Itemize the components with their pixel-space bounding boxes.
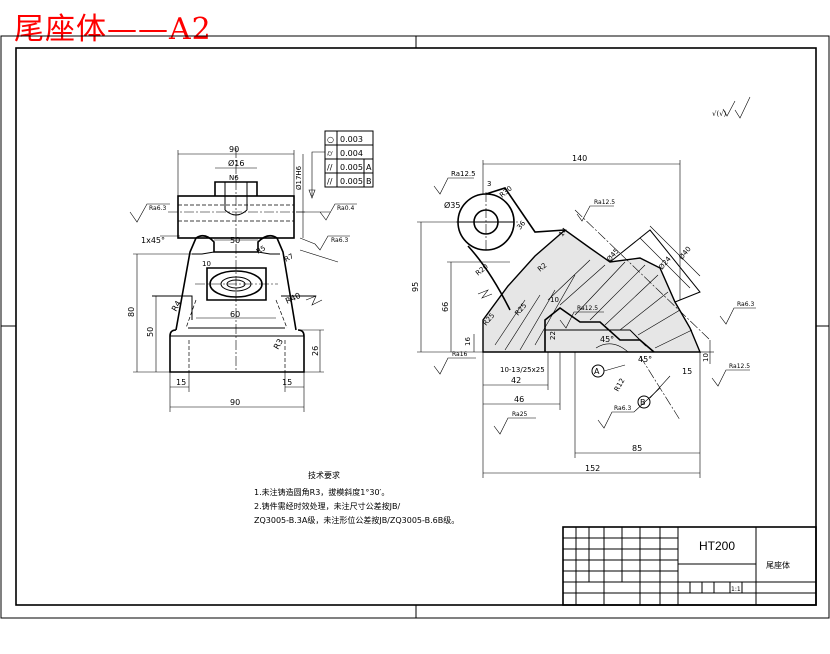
dim-front-r5: R5 bbox=[255, 244, 267, 256]
center-marks bbox=[1, 36, 829, 618]
outer-border bbox=[0, 35, 830, 619]
tol-value-3: 0.005 bbox=[340, 163, 363, 172]
dim-side-45a: 45° bbox=[600, 335, 614, 344]
general-roughness-label: √(√) bbox=[712, 110, 727, 118]
ra-front-left: Ra6.3 bbox=[149, 205, 166, 212]
dim-side-95: 95 bbox=[411, 282, 420, 292]
ra-side-mid: Ra12.5 bbox=[577, 305, 598, 312]
title-block: HT200 尾座体 1:1 bbox=[562, 526, 817, 606]
notes-heading: 技术要求 bbox=[308, 470, 340, 480]
ra-side-bottom: Ra25 bbox=[512, 411, 528, 418]
dim-side-thread: 10-13/25x25 bbox=[500, 366, 545, 374]
dim-side-d35: Ø35 bbox=[444, 200, 460, 210]
ra-side-top: Ra12.5 bbox=[451, 170, 476, 178]
dim-side-15: 15 bbox=[682, 367, 692, 376]
dim-front-chamfer: 1x45° bbox=[141, 236, 165, 245]
dim-front-bore-main: Ø17H6 bbox=[295, 165, 303, 190]
tol-symbol-parallel-b: // bbox=[327, 177, 333, 186]
dim-side-r20: R20 bbox=[474, 263, 490, 278]
ra-side-upper: Ra12.5 bbox=[594, 199, 615, 206]
notes-line-3: ZQ3005-B.3A级，未注形位公差按JB/ZQ3005-B.6B级。 bbox=[254, 515, 459, 525]
dim-side-22: 22 bbox=[549, 331, 557, 340]
tol-datum-a: A bbox=[366, 163, 372, 172]
dim-front-26: 26 bbox=[311, 346, 320, 356]
dim-front-15-right: 15 bbox=[282, 378, 292, 387]
tol-datum-b: B bbox=[366, 177, 372, 186]
dim-side-46: 46 bbox=[514, 395, 524, 404]
dim-side-36: 36 bbox=[515, 219, 527, 231]
datum-b: B bbox=[640, 398, 646, 407]
tolerance-frames: ○ 0.003 ⌭ 0.004 // 0.005 A // 0.005 B bbox=[308, 130, 374, 199]
dim-front-60: 60 bbox=[230, 310, 240, 319]
dim-front-80: 80 bbox=[127, 307, 136, 317]
dim-side-140: 140 bbox=[572, 154, 587, 163]
tol-symbol-parallel-a: // bbox=[327, 163, 333, 172]
ra-side-angle: Ra6.3 bbox=[614, 405, 631, 412]
dim-side-66: 66 bbox=[441, 302, 450, 312]
tol-value-4: 0.005 bbox=[340, 177, 363, 186]
ra-front-right-mid: Ra6.3 bbox=[331, 237, 348, 244]
dim-side-10: 10 bbox=[550, 296, 559, 304]
datum-a: A bbox=[594, 367, 600, 376]
dim-front-90-base: 90 bbox=[230, 398, 240, 407]
dim-side-85: 85 bbox=[632, 444, 642, 453]
dim-side-152: 152 bbox=[585, 464, 600, 473]
tol-value-2: 0.004 bbox=[340, 149, 363, 158]
dim-side-16: 16 bbox=[464, 337, 472, 346]
dim-front-10: 10 bbox=[202, 260, 211, 268]
dim-side-10-right: 10 bbox=[702, 353, 710, 362]
notes-line-1: 1.未注铸造圆角R3，拔模斜度1°30′。 bbox=[254, 487, 389, 497]
side-view: 140 Ra12.5 3 R30 Ø35 Ra12.5 36 14 Ø45 Ø4… bbox=[411, 154, 756, 478]
title-material: HT200 bbox=[699, 539, 735, 553]
tol-value-1: 0.003 bbox=[340, 135, 363, 144]
ra-side-r25: Ra12.5 bbox=[729, 363, 750, 370]
dim-front-90-top: 90 bbox=[229, 145, 239, 154]
ra-side-right: Ra6.3 bbox=[737, 301, 754, 308]
dim-front-neck-50: 50 bbox=[230, 236, 240, 245]
title-part-name: 尾座体 bbox=[766, 560, 790, 570]
dim-front-r3: R3 bbox=[272, 337, 285, 351]
ra-front-right-top: Ra0.4 bbox=[337, 205, 354, 212]
dim-front-key: N6 bbox=[229, 174, 239, 182]
ra-side-bottom-left: Ra16 bbox=[452, 351, 468, 358]
dim-front-r40: R40 bbox=[284, 291, 302, 306]
tol-symbol-roundness: ○ bbox=[327, 135, 334, 144]
dim-side-r12: R12 bbox=[613, 377, 627, 393]
title-scale: 1:1 bbox=[731, 586, 741, 593]
dim-side-3: 3 bbox=[487, 180, 491, 188]
tol-symbol-cylindricity: ⌭ bbox=[327, 149, 333, 158]
front-view: 90 Ø16 N6 Ø17H6 1x45° 50 R5 R7 10 R40 R4… bbox=[127, 145, 357, 412]
dim-front-bore: Ø16 bbox=[228, 158, 244, 168]
dim-front-50: 50 bbox=[146, 327, 155, 337]
dim-front-15-left: 15 bbox=[176, 378, 186, 387]
notes-line-2: 2.铸件需经时效处理，未注尺寸公差按JB/ bbox=[254, 501, 400, 511]
general-roughness-mark: √(√) bbox=[712, 96, 751, 119]
dim-side-45b: 45° bbox=[638, 355, 652, 364]
technical-notes: 技术要求 1.未注铸造圆角R3，拔模斜度1°30′。 2.铸件需经时效处理，未注… bbox=[254, 470, 459, 525]
page-title: 尾座体——A2 bbox=[14, 12, 212, 47]
dim-side-42: 42 bbox=[511, 376, 521, 385]
dim-front-r7: R7 bbox=[283, 252, 295, 264]
